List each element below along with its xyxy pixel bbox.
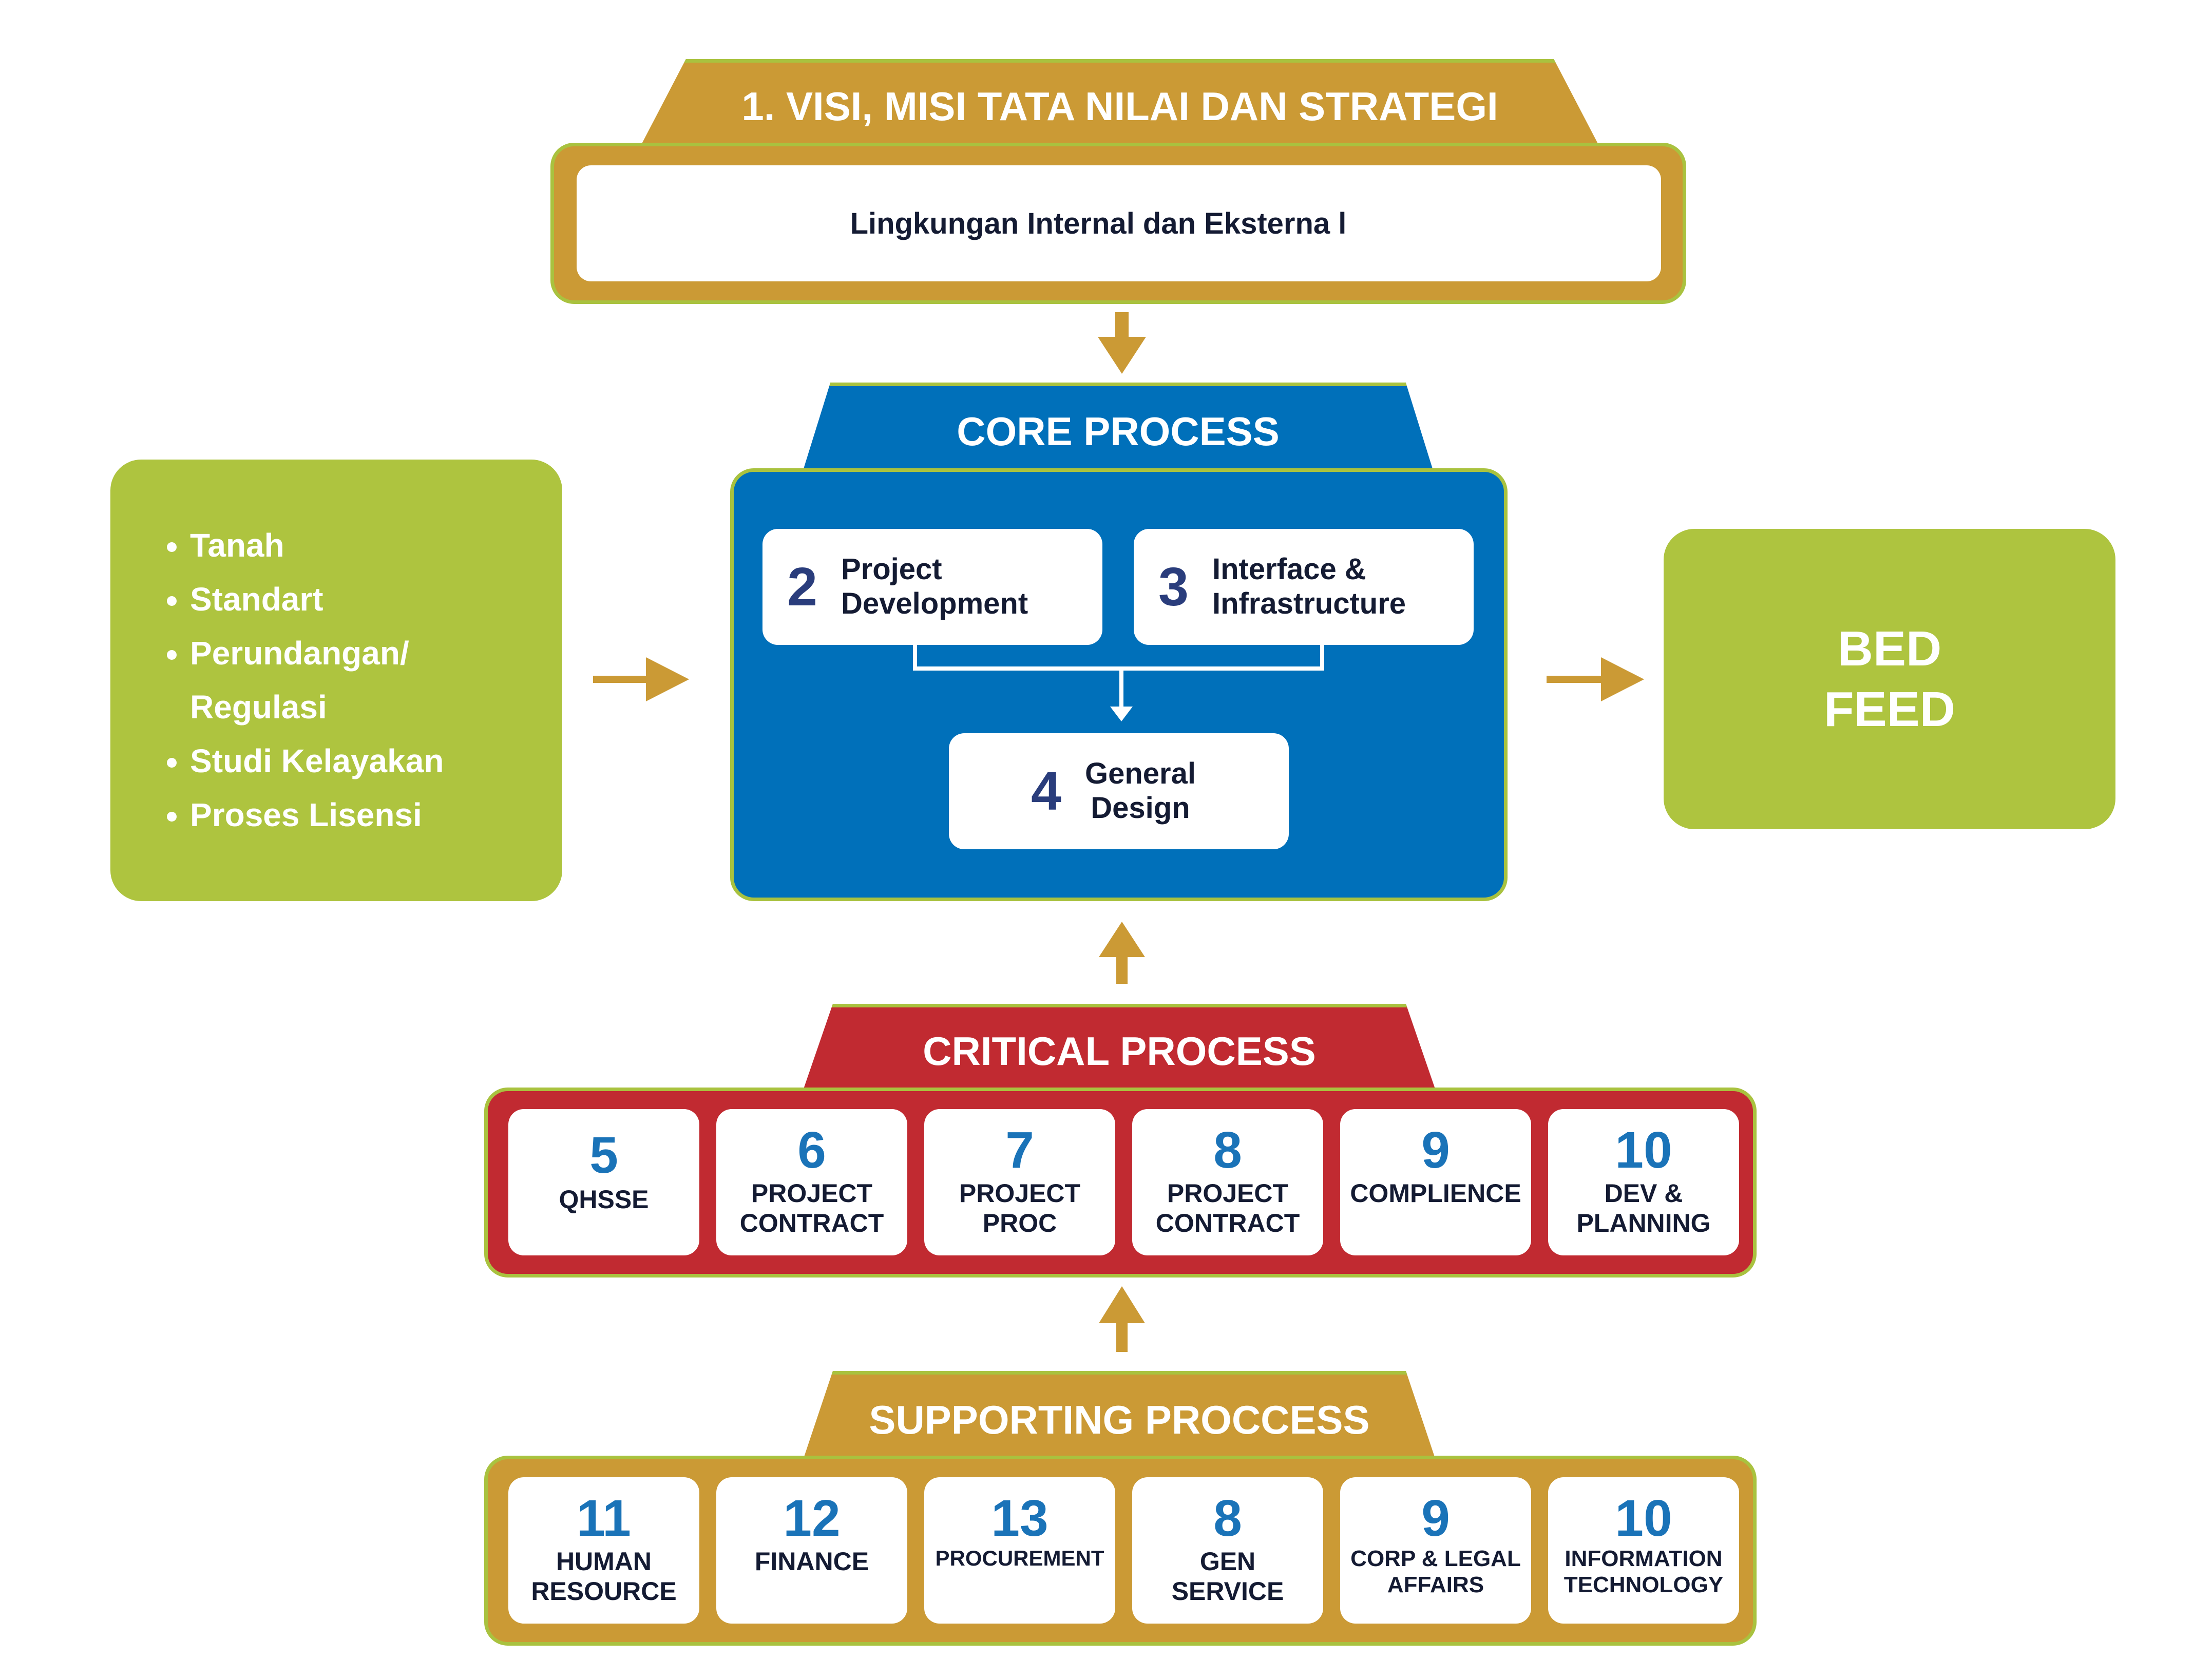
- inputs-item: Perundangan/ Regulasi: [190, 626, 544, 734]
- critical-item-label: PROJECT PROC: [959, 1179, 1081, 1237]
- core-step-label: Interface & Infrastructure: [1212, 552, 1406, 620]
- inputs-item: Tanah: [190, 519, 544, 573]
- supporting-item-human-resource: 11 HUMAN RESOURCE: [508, 1477, 699, 1624]
- supporting-item-procurement: 13 PROCUREMENT: [924, 1477, 1115, 1624]
- critical-item-number: 6: [797, 1121, 826, 1179]
- inputs-item: Proses Lisensi: [190, 788, 544, 842]
- core-tab: [798, 383, 1438, 485]
- supporting-item-label: INFORMATION TECHNOLOGY: [1563, 1546, 1724, 1597]
- inputs-item: Standart: [190, 573, 544, 626]
- vision-content-box: [577, 165, 1661, 281]
- supporting-item-number: 13: [991, 1490, 1048, 1547]
- critical-item-label: QHSSE: [559, 1185, 649, 1214]
- critical-item-number: 8: [1213, 1121, 1242, 1179]
- critical-item-project-proc: 7 PROJECT PROC: [924, 1109, 1115, 1255]
- critical-item-complience: 9 COMPLIENCE: [1340, 1109, 1531, 1255]
- critical-item-number: 5: [589, 1127, 618, 1184]
- output-box: [1664, 529, 2115, 829]
- core-step-label: Project Development: [841, 552, 1028, 620]
- inputs-item: Studi Kelayakan: [190, 734, 544, 788]
- critical-item-label: PROJECT CONTRACT: [739, 1179, 884, 1237]
- supporting-item-label: GEN SERVICE: [1171, 1547, 1284, 1606]
- supporting-item-label: FINANCE: [754, 1547, 869, 1576]
- core-step-label: General Design: [1084, 757, 1196, 825]
- core-step-general-design: 4 General Design: [949, 733, 1289, 849]
- supporting-item-number: 8: [1213, 1490, 1242, 1547]
- critical-item-label: COMPLIENCE: [1350, 1179, 1521, 1208]
- arrow-down-icon: [1098, 312, 1146, 374]
- critical-item-label: PROJECT CONTRACT: [1155, 1179, 1300, 1237]
- core-step-number: 4: [1031, 760, 1061, 822]
- vision-content: Lingkungan Internal dan Eksterna l: [850, 206, 1347, 240]
- critical-item-number: 7: [1005, 1121, 1034, 1179]
- supporting-item-number: 12: [783, 1490, 841, 1547]
- inputs-box: [110, 460, 562, 901]
- supporting-item-number: 10: [1615, 1490, 1672, 1547]
- supporting-item-number: 9: [1421, 1490, 1450, 1547]
- critical-title: CRITICAL PROCESS: [923, 1028, 1316, 1074]
- supporting-item-information-technology: 10 INFORMATION TECHNOLOGY: [1548, 1477, 1739, 1624]
- core-title: CORE PROCESS: [957, 408, 1280, 454]
- supporting-item-label: CORP & LEGAL AFFAIRS: [1350, 1546, 1521, 1597]
- critical-item-project-contract-2: 8 PROJECT CONTRACT: [1132, 1109, 1323, 1255]
- supporting-item-label: PROCUREMENT: [935, 1546, 1104, 1570]
- inputs-list: Tanah Standart Perundangan/ Regulasi Stu…: [154, 519, 544, 842]
- supporting-item-corp-legal-affairs: 9 CORP & LEGAL AFFAIRS: [1340, 1477, 1531, 1624]
- core-step-number: 3: [1158, 556, 1189, 617]
- output-label: BED FEED: [1823, 621, 1956, 737]
- critical-tab: [801, 1004, 1438, 1096]
- critical-item-label: DEV & PLANNING: [1576, 1179, 1711, 1237]
- arrow-right-icon: [593, 657, 689, 701]
- critical-item-project-contract: 6 PROJECT CONTRACT: [716, 1109, 907, 1255]
- supporting-item-label: HUMAN RESOURCE: [531, 1547, 677, 1606]
- vision-title: 1. VISI, MISI TATA NILAI DAN STRATEGI: [741, 83, 1498, 129]
- core-step-project-development: 2 Project Development: [762, 529, 1102, 645]
- critical-item-number: 9: [1421, 1121, 1450, 1179]
- critical-item-qhsse: 5 QHSSE: [508, 1109, 699, 1255]
- supporting-tab: [801, 1371, 1438, 1466]
- arrow-right-icon: [1547, 657, 1644, 701]
- supporting-item-gen-service: 8 GEN SERVICE: [1132, 1477, 1323, 1624]
- vision-tab: [638, 59, 1602, 151]
- core-step-number: 2: [787, 556, 817, 617]
- supporting-item-finance: 12 FINANCE: [716, 1477, 907, 1624]
- supporting-title: SUPPORTING PROCCESS: [869, 1397, 1370, 1442]
- arrow-up-icon: [1099, 1286, 1145, 1352]
- supporting-item-number: 11: [577, 1490, 631, 1547]
- arrow-up-icon: [1099, 922, 1145, 984]
- critical-item-number: 10: [1615, 1121, 1672, 1179]
- critical-item-dev-planning: 10 DEV & PLANNING: [1548, 1109, 1739, 1255]
- core-step-interface-infrastructure: 3 Interface & Infrastructure: [1134, 529, 1474, 645]
